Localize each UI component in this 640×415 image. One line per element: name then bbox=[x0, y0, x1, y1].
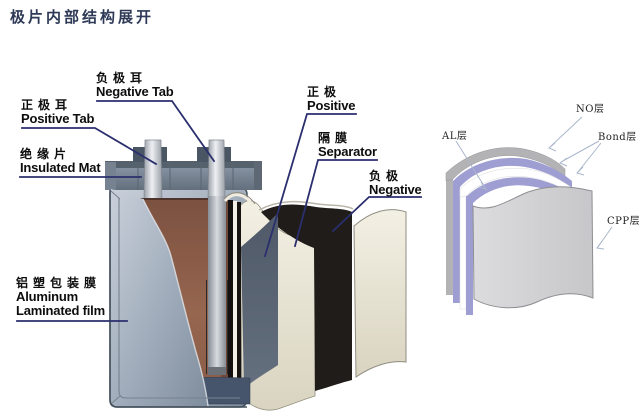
label-insulated-mat: 绝缘片 Insulated Mat bbox=[20, 147, 101, 175]
label-negative-zh: 负极 bbox=[369, 169, 404, 183]
bond-layer-band-2 bbox=[466, 177, 582, 208]
separator-sheet-back bbox=[353, 209, 407, 378]
pouch-outline bbox=[109, 190, 247, 408]
label-no-layer: NO层 bbox=[576, 104, 605, 115]
label-al-layer: AL层 bbox=[442, 131, 468, 142]
label-bond-layer: Bond层 bbox=[598, 132, 637, 143]
al-layer-edge bbox=[459, 188, 467, 310]
label-negative: 负极 Negative bbox=[369, 170, 422, 197]
negative-tab-pointer bbox=[96, 100, 216, 163]
label-negative-tab: 负极耳 Negative Tab bbox=[96, 72, 174, 99]
label-positive-tab-en: Positive Tab bbox=[21, 111, 95, 126]
label-positive-zh: 正极 bbox=[307, 85, 342, 99]
page-title: 极片内部结构展开 bbox=[10, 9, 155, 26]
label-separator-en: Separator bbox=[318, 144, 377, 159]
label-separator-zh: 隔膜 bbox=[318, 131, 353, 145]
negative-pointer bbox=[331, 196, 422, 233]
bond-layer-band-1 bbox=[453, 157, 572, 189]
label-positive-tab-zh: 正极耳 bbox=[21, 98, 73, 112]
positive-tab-pointer bbox=[21, 127, 158, 166]
no-layer-edge bbox=[446, 173, 453, 295]
label-aluminum-film-en2: Laminated film bbox=[16, 303, 105, 318]
pouch-rim-crease bbox=[118, 198, 240, 399]
positive-tab-metal bbox=[143, 139, 163, 201]
top-seal-flange bbox=[105, 161, 262, 190]
label-insulated-mat-zh: 绝缘片 bbox=[20, 147, 72, 161]
exploded-sheet-stack bbox=[223, 192, 407, 411]
positive-coated-panel bbox=[241, 213, 278, 389]
positive-pointer bbox=[263, 113, 357, 258]
label-positive-tab: 正极耳 Positive Tab bbox=[21, 99, 94, 126]
layer-edge-strips bbox=[223, 192, 256, 390]
cpp-layer-sheet bbox=[472, 186, 594, 309]
label-aluminum-film-zh: 铝塑包装膜 bbox=[16, 276, 102, 290]
label-aluminum-film: 铝塑包装膜 Aluminum Laminated film bbox=[16, 277, 105, 318]
label-cpp-layer: CPP层 bbox=[607, 216, 640, 227]
label-negative-tab-zh: 负极耳 bbox=[96, 71, 148, 85]
bond-layer-edge-1 bbox=[453, 181, 460, 303]
label-insulated-mat-en: Insulated Mat bbox=[20, 160, 101, 175]
aluminum-film-front-flap bbox=[111, 189, 208, 406]
right-callout-lines bbox=[455, 116, 613, 250]
negative-electrode-sheet bbox=[261, 204, 352, 391]
label-positive: 正极 Positive bbox=[307, 86, 355, 113]
left-callout-lines bbox=[16, 100, 422, 322]
pouch-cell-group bbox=[105, 139, 407, 411]
negative-tab-inner-bar bbox=[208, 196, 226, 374]
label-negative-tab-en: Negative Tab bbox=[96, 84, 174, 99]
negative-tab-metal bbox=[207, 139, 226, 201]
label-negative-en: Negative bbox=[369, 182, 422, 197]
label-aluminum-film-en1: Aluminum bbox=[16, 289, 78, 304]
separator-pointer bbox=[293, 159, 378, 248]
label-separator: 隔膜 Separator bbox=[318, 132, 377, 159]
bond-layer-edge-2 bbox=[466, 196, 473, 315]
laminated-film-group bbox=[445, 116, 613, 315]
label-positive-en: Positive bbox=[307, 98, 356, 113]
